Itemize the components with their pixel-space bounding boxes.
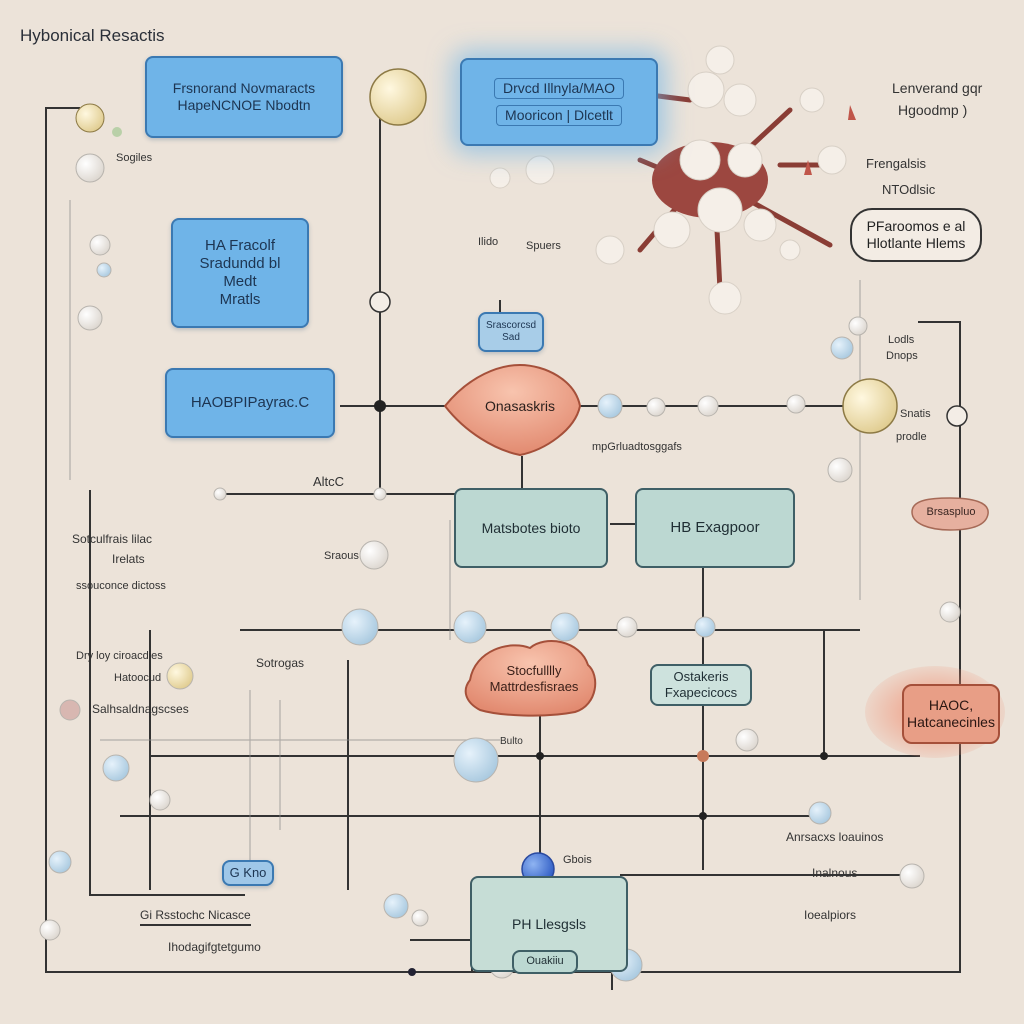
label: Gi Rsstochc Nicasce bbox=[140, 908, 251, 926]
box-haoc[interactable]: HAOC, Hatcanecinles bbox=[902, 684, 1000, 744]
box-line: Drvcd Illnyla/MAO bbox=[493, 78, 625, 99]
label: ssouconce dictoss bbox=[76, 580, 166, 592]
box-line: Frsnorand Novmaracts bbox=[172, 80, 316, 97]
label: AltcC bbox=[313, 474, 345, 489]
right-pill-shape bbox=[911, 497, 989, 531]
label: Lenverand gqr bbox=[892, 80, 983, 96]
box-line: HapeNCNOE Nbodtn bbox=[177, 97, 311, 113]
label: Dnops bbox=[886, 350, 918, 362]
label: mpGrluadtosggafs bbox=[592, 441, 682, 453]
box-line: Sad bbox=[502, 332, 520, 343]
label: Gbois bbox=[563, 854, 592, 866]
box-line: PH Llesgsls bbox=[512, 915, 586, 932]
label: Inalnous bbox=[812, 866, 858, 880]
box-line: HAOBPIPayrac.C bbox=[190, 394, 310, 411]
box-line: PFaroomos e al bbox=[866, 218, 966, 235]
right-pill-label[interactable]: Brsaspluo bbox=[926, 506, 976, 519]
label: Ioealpiors bbox=[804, 908, 857, 922]
box-haobpipayrac[interactable]: HAOBPIPayrac.C bbox=[165, 368, 335, 438]
label: Salhsaldnagscses bbox=[92, 702, 189, 716]
box-ha-fracolf[interactable]: HA Fracolf Sradundd bl Medt Mratls bbox=[171, 218, 309, 328]
box-ostakeris[interactable]: Ostakeris Fxapecicocs bbox=[650, 664, 752, 706]
label: Hatoocud bbox=[114, 672, 162, 684]
label: Irelats bbox=[112, 552, 145, 566]
diamond-shape bbox=[443, 363, 582, 457]
box-matsbotes[interactable]: Matsbotes bioto bbox=[454, 488, 608, 568]
box-line: Hlotlante Hlems bbox=[866, 235, 966, 251]
box-line: Srascorcsd bbox=[485, 320, 536, 331]
box-line: HAOC, bbox=[928, 697, 974, 714]
box-line: Ostakeris bbox=[673, 669, 729, 685]
label: Snatis bbox=[900, 408, 931, 420]
box-line: Hatcanecinles bbox=[907, 714, 995, 730]
cloud-shape bbox=[464, 640, 597, 717]
box-small-center[interactable]: Srascorcsd Sad bbox=[478, 312, 544, 352]
label: Ilido bbox=[478, 236, 499, 248]
box-line: Ouakiiu bbox=[526, 955, 564, 968]
label: Spuers bbox=[526, 240, 561, 252]
label: Anrsacxs loauinos bbox=[786, 830, 884, 844]
box-line: Mratls bbox=[219, 291, 261, 308]
label: Sraous bbox=[324, 550, 359, 562]
label: Ihodagifgtetgumo bbox=[168, 940, 261, 954]
label: NTOdlsic bbox=[882, 182, 936, 197]
box-hb-exagpoor[interactable]: HB Exagpoor bbox=[635, 488, 795, 568]
box-pfaroomos[interactable]: PFaroomos e al Hlotlante Hlems bbox=[850, 208, 982, 262]
label: Lodls bbox=[888, 334, 915, 346]
box-bottom-small[interactable]: Ouakiiu bbox=[512, 950, 578, 974]
box-frsnorand[interactable]: Frsnorand Novmaracts HapeNCNOE Nbodtn bbox=[145, 56, 343, 138]
label: Frengalsis bbox=[866, 156, 926, 171]
diamond-label[interactable]: Onasaskris bbox=[484, 397, 556, 414]
cloud-label[interactable]: Stocfulllly Mattrdesfisraes bbox=[478, 652, 590, 706]
label: prodle bbox=[896, 431, 927, 443]
box-line: HA Fracolf bbox=[204, 237, 276, 254]
label: Sotrogas bbox=[256, 656, 305, 670]
box-drvcd[interactable]: Drvcd Illnyla/MAO Mooricon | Dlcetlt bbox=[460, 58, 658, 146]
label: Sogiles bbox=[116, 152, 153, 164]
box-line: Sradundd bl bbox=[199, 255, 281, 272]
label: Hgoodmp ) bbox=[898, 102, 968, 118]
diagram-title: Hybonical Resactis bbox=[20, 26, 165, 45]
box-line: Mooricon | Dlcetlt bbox=[496, 105, 622, 126]
label: Bulto bbox=[500, 736, 523, 747]
box-line: G Kno bbox=[229, 865, 267, 881]
bulb-icon bbox=[75, 103, 122, 137]
label: Dry loy ciroacdies bbox=[76, 650, 163, 662]
box-line: Matsbotes bioto bbox=[481, 519, 581, 536]
molecule-cluster bbox=[489, 45, 856, 315]
box-line: Fxapecicocs bbox=[664, 685, 738, 700]
box-line: Stocfulllly bbox=[506, 663, 562, 679]
open-circles bbox=[369, 291, 968, 427]
box-line: HB Exagpoor bbox=[670, 519, 760, 536]
gold-nodes bbox=[369, 68, 898, 434]
box-g-kno[interactable]: G Kno bbox=[222, 860, 274, 886]
box-line: Medt bbox=[223, 273, 257, 290]
box-line: Mattrdesfisraes bbox=[489, 679, 579, 694]
label: Sotculfrais lilac bbox=[72, 532, 153, 546]
